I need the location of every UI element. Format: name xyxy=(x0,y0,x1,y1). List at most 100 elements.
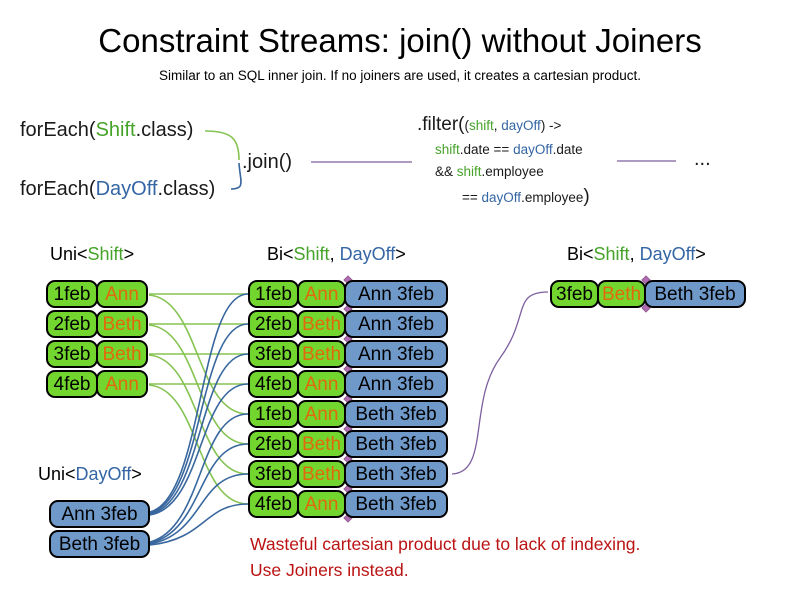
cond-op: .date == xyxy=(459,142,514,157)
dayoff-value: Beth 3feb xyxy=(644,280,746,308)
shift-employee: Ann xyxy=(297,400,346,428)
dayoff-value: Ann 3feb xyxy=(49,500,150,528)
uni-dayoff-header: Uni<DayOff> xyxy=(38,464,142,485)
filter-wires xyxy=(311,160,676,163)
hdr-pre: Bi< xyxy=(267,244,294,264)
dayoff-value: Beth 3feb xyxy=(344,430,448,458)
filter-paren: ( xyxy=(464,118,470,133)
filter-close-paren: ) xyxy=(583,186,590,207)
shift-date: 1feb xyxy=(248,400,299,428)
shift-curve-wires xyxy=(148,294,249,505)
hdr-dayoff: DayOff xyxy=(339,244,396,264)
shift-employee: Beth xyxy=(297,310,346,338)
dayoff-value: Ann 3feb xyxy=(344,370,448,398)
shift-employee: Ann xyxy=(96,280,148,308)
hdr-post: > xyxy=(131,464,142,484)
shift-date: 4feb xyxy=(248,490,299,518)
filter-head: .filter( xyxy=(417,114,465,135)
hdr-post: > xyxy=(695,244,706,264)
param-shift: shift xyxy=(469,118,494,133)
hdr-dayoff: DayOff xyxy=(639,244,696,264)
shift-employee: Ann xyxy=(297,280,346,308)
shift-employee: Beth xyxy=(96,310,148,338)
page-title: Constraint Streams: join() without Joine… xyxy=(98,22,702,59)
shift-date: 3feb xyxy=(46,340,98,368)
dayoff-row: Beth 3feb xyxy=(49,530,150,558)
shift-date: 3feb xyxy=(248,340,299,368)
shift-employee: Beth xyxy=(297,340,346,368)
warning-text: Wasteful cartesian product due to lack o… xyxy=(250,531,640,583)
shift-employee: Beth xyxy=(297,430,346,458)
cond-op: == xyxy=(462,190,482,205)
foreach-fn: forEach( xyxy=(20,178,96,200)
cond-field: .employee xyxy=(521,190,584,205)
dayoff-value: Beth 3feb xyxy=(344,490,448,518)
uni-shift-header: Uni<Shift> xyxy=(50,244,134,265)
shift-date: 4feb xyxy=(46,370,98,398)
hdr-pre: Uni< xyxy=(38,464,76,484)
cond-field: .date xyxy=(552,142,583,157)
code-foreach-dayoff: forEach(DayOff.class) xyxy=(20,178,215,201)
shift-date: 1feb xyxy=(46,280,98,308)
shift-date: 3feb xyxy=(550,280,599,308)
code-filter-line2: shift.date == dayOff.date xyxy=(435,142,583,157)
hdr-post: > xyxy=(123,244,135,264)
shift-class-token: Shift xyxy=(95,119,136,141)
cond-shift: shift xyxy=(456,164,482,179)
shift-date: 2feb xyxy=(248,310,299,338)
param-sep: , xyxy=(493,118,502,133)
dayoff-beth-wires xyxy=(149,413,249,546)
dayoff-class-token: DayOff xyxy=(95,178,158,200)
code-filter-line1: .filter((shift, dayOff) -> xyxy=(417,114,561,136)
foreach-fn: forEach( xyxy=(20,119,96,141)
shift-date: 3feb xyxy=(248,460,299,488)
shift-date: 2feb xyxy=(248,430,299,458)
dayoff-row: Ann 3feb xyxy=(49,500,150,528)
dayoff-ann-wires xyxy=(149,293,249,516)
hdr-shift: Shift xyxy=(593,244,630,264)
dayoff-value: Beth 3feb xyxy=(344,400,448,428)
hdr-pre: Bi< xyxy=(567,244,594,264)
shift-date: 1feb xyxy=(248,280,299,308)
dayoff-value: Ann 3feb xyxy=(344,310,448,338)
dayoff-value: Ann 3feb xyxy=(344,280,448,308)
warning-line-1: Wasteful cartesian product due to lack o… xyxy=(250,534,641,554)
dayoff-value: Beth 3feb xyxy=(49,530,150,558)
cond-dayoff: dayOff xyxy=(513,142,553,157)
page-subtitle: Similar to an SQL inner join. If no join… xyxy=(159,68,641,83)
bi-result-header: Bi<Shift, DayOff> xyxy=(567,244,706,265)
hdr-sep: , xyxy=(329,244,340,264)
result-wire xyxy=(451,291,549,475)
shift-employee: Beth xyxy=(297,460,346,488)
shift-employee: Beth xyxy=(597,280,646,308)
code-join: .join() xyxy=(242,151,293,173)
dayoff-value: Beth 3feb xyxy=(344,460,448,488)
hdr-shift: Shift xyxy=(87,244,124,264)
code-filter-line4: == dayOff.employee) xyxy=(462,186,590,208)
shift-employee: Ann xyxy=(297,490,346,518)
hdr-sep: , xyxy=(629,244,640,264)
foreach-end: .class) xyxy=(157,178,216,200)
code-filter-line3: && shift.employee xyxy=(435,164,544,179)
hdr-shift: Shift xyxy=(293,244,330,264)
bi-stream-header: Bi<Shift, DayOff> xyxy=(267,244,406,265)
cond-dayoff: dayOff xyxy=(481,190,522,205)
shift-employee: Beth xyxy=(96,340,148,368)
code-foreach-shift: forEach(Shift.class) xyxy=(20,119,193,142)
shift-employee: Ann xyxy=(297,370,346,398)
hdr-post: > xyxy=(395,244,406,264)
shift-straight-wires xyxy=(149,293,248,385)
